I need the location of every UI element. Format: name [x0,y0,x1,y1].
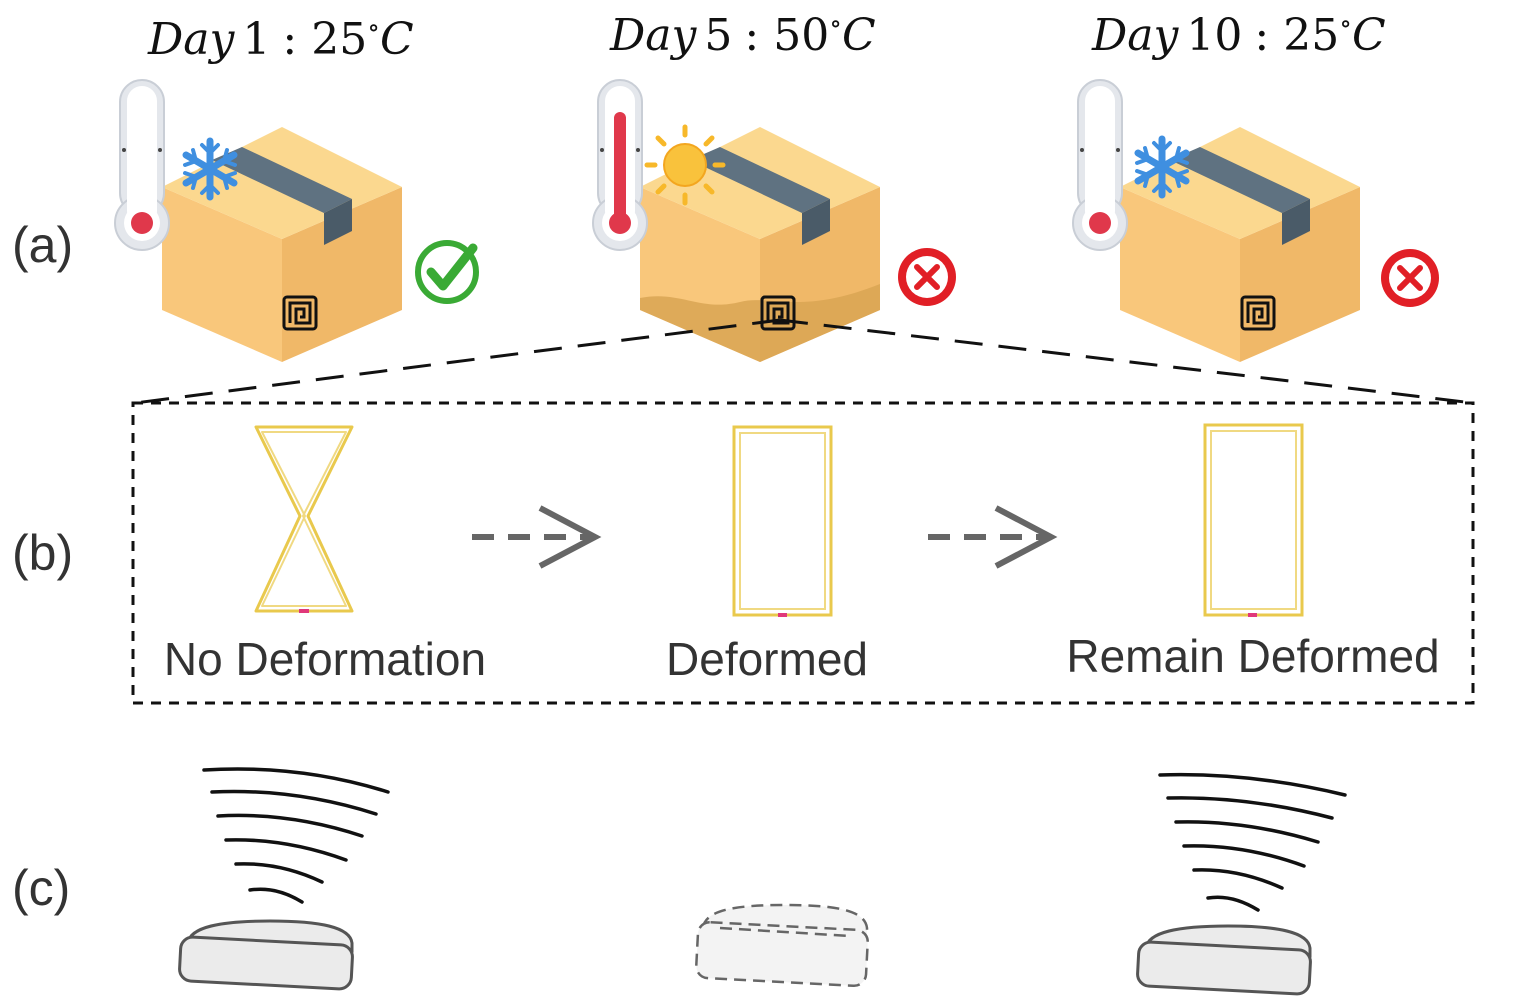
thermometer-hot-icon [592,79,648,251]
day-word: Day [147,14,236,65]
row-label-c: (c) [12,860,70,916]
rfid-tag-icon [760,295,796,331]
temperature-value: 50 [773,10,829,61]
label-deformed: Deformed [666,633,868,685]
row-label-b: (b) [12,525,73,581]
cross-icon [1381,249,1439,307]
scene-day-1 [114,79,476,364]
reader-active-1 [177,767,390,992]
temperature-value: 25 [1283,10,1339,61]
check-icon [418,243,476,301]
label-no-deformation: No Deformation [164,633,486,685]
rfid-reader-icon [1135,924,1313,997]
thermometer-cold-icon [114,79,170,251]
antenna-deformed-icon [732,425,833,617]
arrow-right-icon [472,505,602,569]
rfid-reader-icon [177,919,355,992]
temperature-unit: C [842,10,876,61]
day-number: 5 [704,10,732,61]
signal-waves-icon [1158,772,1347,912]
zoom-lines [134,318,1474,405]
reader-inactive [695,903,869,988]
day-number: 10 [1186,10,1242,61]
reader-active-2 [1135,772,1347,997]
antenna-undeformed-icon [254,425,354,613]
day-number: 1 [242,14,270,65]
temperature-value: 25 [311,14,367,65]
day-word: Day [609,10,698,61]
thermometer-cold-icon [1072,79,1128,251]
temperature-unit: C [380,14,414,65]
day-word: Day [1091,10,1180,61]
temperature-unit: C [1352,10,1386,61]
arrow-right-icon [928,505,1058,569]
row-label-a: (a) [12,217,73,273]
signal-waves-icon [202,767,390,904]
scene-day-10 [1072,79,1439,364]
label-remain-deformed: Remain Deformed [1066,630,1439,682]
cross-icon [898,248,956,306]
deformation-panel [131,401,1475,705]
antenna-remain-deformed-icon [1203,423,1304,617]
